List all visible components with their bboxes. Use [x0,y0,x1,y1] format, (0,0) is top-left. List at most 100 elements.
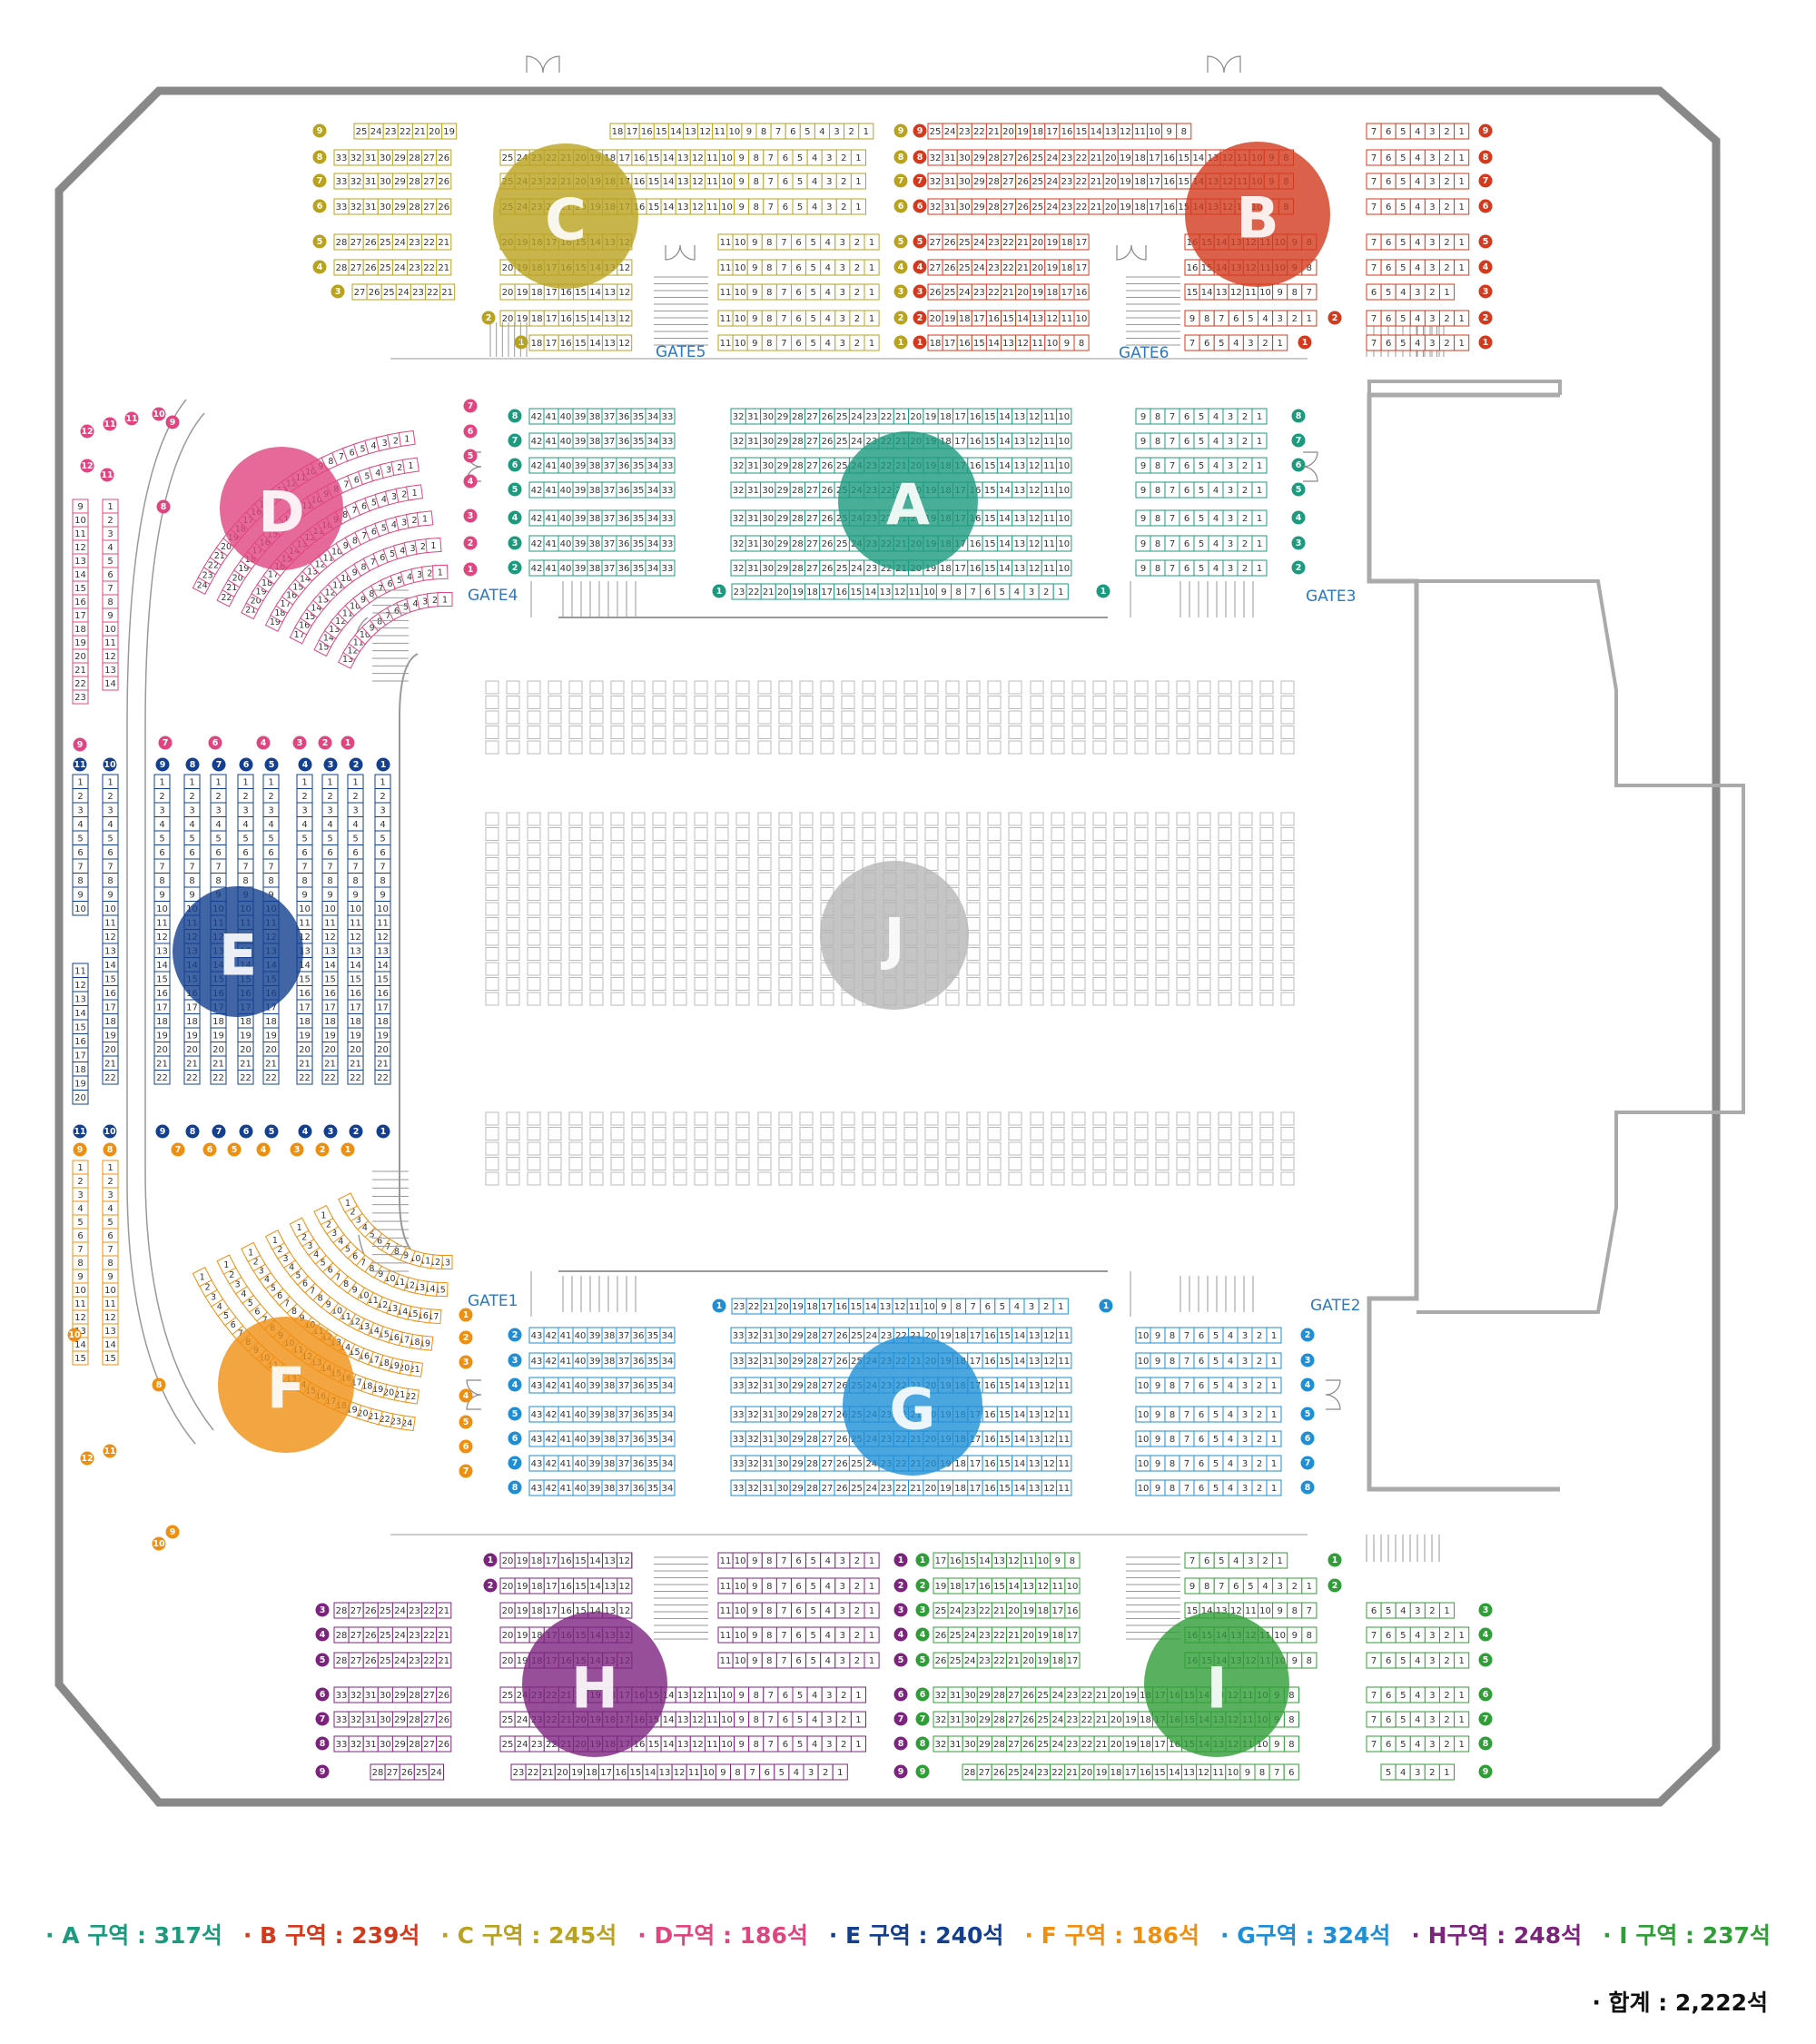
seat-number: 8 [1155,539,1160,549]
floor-seat [1197,977,1211,991]
seat-number: 10 [1259,1606,1271,1616]
floor-seat [1155,710,1170,725]
seat-number: 21 [438,1606,449,1616]
seat-number: 16 [984,1331,996,1341]
seat-number: 34 [647,539,659,549]
seat-number: 28 [336,1631,348,1641]
row-badge-number: 4 [320,1630,326,1640]
floor-seat [1259,696,1274,709]
row-badge-number: 1 [488,1555,494,1565]
seat-number: 3 [840,339,845,349]
floor-seat [1176,992,1190,1006]
floor-seat [673,710,687,725]
floor-seat [527,842,541,856]
seat-number: 4 [1400,1768,1406,1778]
floor-seat [945,857,960,871]
seat-number: 27 [822,1357,834,1367]
seat-number: 11 [688,1768,700,1778]
floor-seat [1113,680,1128,695]
seat-number: 7 [1184,1331,1189,1341]
floor-seat [1092,887,1107,901]
seat-number: 25 [851,1459,863,1469]
seat-number: 20 [240,1045,252,1055]
floor-seat [694,696,708,709]
seat-number: 28 [806,1459,818,1469]
seat-number: 30 [762,461,774,471]
row-badge-number: 3 [320,1605,326,1615]
seat-number: 11 [1043,437,1055,447]
floor-seat [1008,1111,1022,1126]
row-badge: 7 [1300,1456,1315,1470]
seat-number: 4 [1014,1302,1020,1312]
row-badge-number: 2 [512,1330,518,1340]
seat-number: 6 [795,1656,801,1666]
floor-seat [1259,857,1274,871]
seat-number: 11 [720,339,732,349]
floor-seat [527,740,541,755]
floor-seat [589,680,604,695]
floor-seat [1259,812,1274,826]
seat-number: 2 [854,263,860,273]
row-badge-circle [1291,482,1306,497]
seat-number: 2 [1242,437,1248,447]
row-badge-number: 1 [518,338,525,348]
seat-number: 32 [733,539,745,549]
floor-seat [485,1111,499,1126]
seat-number: 9 [1155,1459,1160,1469]
seat-number: 2 [1444,127,1449,137]
seat-number: 20 [777,1302,789,1312]
seat-number: 22 [212,1073,224,1083]
seat-number: 2 [854,339,860,349]
floor-seat [589,962,604,976]
floor-seat [1218,842,1232,856]
floor-seat [548,680,562,695]
floor-seat [715,1127,729,1140]
seat-number: 8 [1288,1740,1294,1750]
seat-number: 2 [1444,1740,1449,1750]
floor-seat [610,902,625,916]
seat-number: 15 [648,202,660,212]
floor-seat [1134,992,1149,1006]
seat-number: 14 [1013,1357,1025,1367]
seat-number: 11 [909,1302,921,1312]
seat-number: 6 [1371,1606,1377,1616]
seat-number: 8 [766,1631,772,1641]
floor-seat [568,812,583,826]
floor-seat [987,1141,1002,1156]
seat-number: 29 [979,1715,991,1725]
floor-seat-block [1030,680,1295,755]
floor-seat [652,857,666,871]
seat-number: 38 [604,1435,616,1445]
seat-number: 2 [841,153,846,163]
seat-number: 21 [240,1059,252,1069]
floor-seat [715,947,729,961]
seat-number: 9 [1055,1556,1061,1566]
floor-seat [548,726,562,739]
row-badge-number: 10 [104,1127,116,1137]
floor-seat [631,710,646,725]
floor-seat [1113,1171,1128,1186]
seat-number: 3 [1228,539,1233,549]
row-badge-number: 1 [1100,587,1107,597]
row-badge: 1 [915,1553,930,1567]
floor-seat [715,917,729,931]
seat-number: 14 [1192,153,1204,163]
floor-seat [652,842,666,856]
seat-number: 4 [1400,288,1406,298]
floor-seat [1218,932,1232,946]
seat-number: 10 [104,904,116,914]
seat-number: 29 [792,1435,804,1445]
seat-number: 26 [836,1484,848,1494]
floor-seat [966,740,981,755]
seat-number: 11 [720,314,732,324]
seat-number: 37 [618,1459,630,1469]
floor-seat-block [485,812,750,1006]
floor-seat [485,902,499,916]
seat-number: 25 [380,263,391,273]
